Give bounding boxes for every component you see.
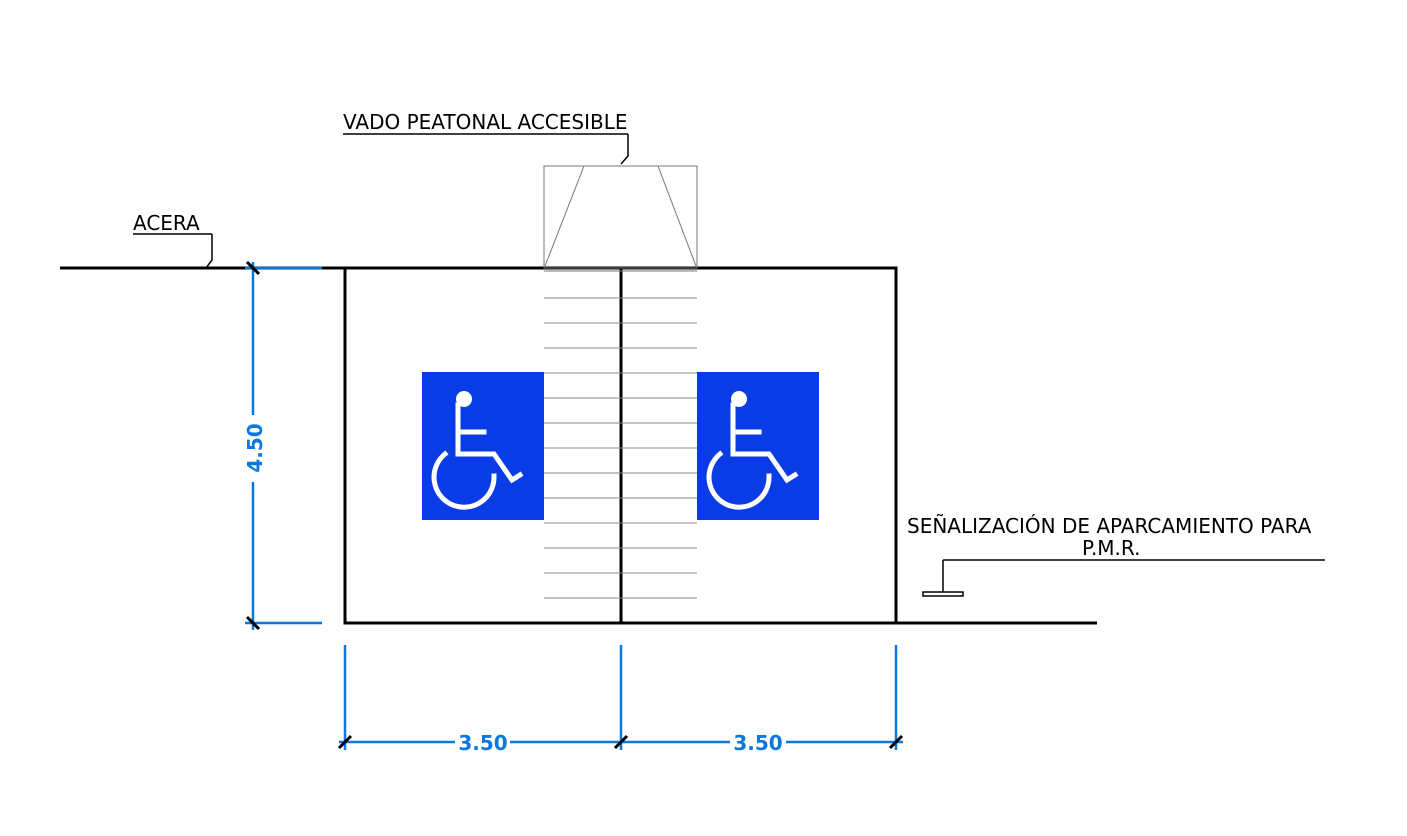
crossing-label: VADO PEATONAL ACCESIBLE <box>343 110 628 134</box>
signage-label-line2: P.M.R. <box>1082 536 1140 560</box>
sidewalk-line <box>60 266 1097 625</box>
width-dimension-ticks <box>337 734 904 750</box>
width-dimension-right-value: 3.50 <box>733 731 782 755</box>
pedestrian-ramp <box>543 165 698 272</box>
sidewalk-label: ACERA <box>133 211 200 235</box>
crossing-leader <box>343 133 629 165</box>
hatch-lines <box>544 297 697 599</box>
wheelchair-accessibility-icon <box>697 372 819 520</box>
depth-dimension-ticks <box>245 260 261 631</box>
sidewalk-leader <box>133 233 213 269</box>
signage-label-line1: SEÑALIZACIÓN DE APARCAMIENTO PARA <box>907 514 1312 538</box>
depth-dimension <box>245 262 322 630</box>
width-dimension-left-value: 3.50 <box>458 731 507 755</box>
wheelchair-accessibility-icon <box>422 372 544 520</box>
signage-leader <box>922 559 1325 597</box>
depth-dimension-value: 4.50 <box>243 423 267 472</box>
width-dimension <box>339 645 903 750</box>
